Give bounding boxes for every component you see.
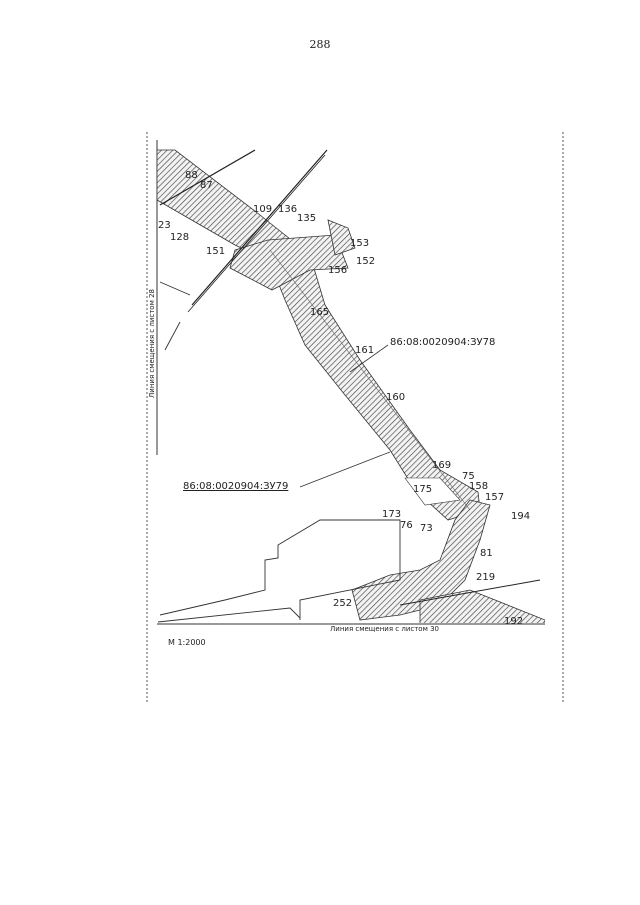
parcel-inner-area: [404, 477, 461, 506]
road-corridor-lower: [351, 499, 491, 621]
offset-line-bottom-label: Линия смещения с листом 30: [330, 625, 439, 633]
point-label: 173: [382, 509, 401, 520]
point-label: 128: [170, 232, 189, 243]
point-label: 73: [420, 523, 433, 534]
point-label: 158: [469, 481, 488, 492]
road-corridor-junction: [229, 234, 349, 291]
point-label: 151: [206, 246, 225, 257]
leader-line-lower: [299, 451, 391, 488]
point-label: 88: [185, 170, 198, 181]
point-label: 109: [253, 204, 272, 215]
point-label: 194: [511, 511, 530, 522]
point-label: 160: [386, 392, 405, 403]
point-label: 153: [350, 238, 369, 249]
point-label: 219: [476, 572, 495, 583]
point-label: 161: [355, 345, 374, 356]
road-corridor-arm: [327, 219, 356, 256]
point-label: 76: [400, 520, 413, 531]
point-label: 87: [200, 180, 213, 191]
building-outline: [159, 519, 401, 620]
parcel-label-lower: 86:08:0020904:ЗУ79: [183, 481, 288, 492]
road-centerline: [269, 249, 471, 511]
point-label: 136: [278, 204, 297, 215]
offset-line-left-label: Линия смещения с листом 28: [148, 289, 156, 398]
road-corridor-bottom: [419, 589, 545, 623]
point-label: 252: [333, 598, 352, 609]
road-line-2: [191, 149, 328, 306]
point-label: 23: [158, 220, 171, 231]
point-label: 81: [480, 548, 493, 559]
short-line-left-1: [159, 281, 191, 296]
point-label: 156: [328, 265, 347, 276]
road-line-bottom: [399, 579, 541, 606]
point-label: 175: [413, 484, 432, 495]
point-label: 135: [297, 213, 316, 224]
point-label: 75: [462, 471, 475, 482]
short-line-left-2: [164, 321, 181, 351]
point-label: 169: [432, 460, 451, 471]
point-label: 192: [504, 616, 523, 627]
point-label: 152: [356, 256, 375, 267]
parcel-label-upper: 86:08:0020904:ЗУ78: [390, 337, 495, 348]
road-line-1: [159, 149, 256, 206]
point-label: 157: [485, 492, 504, 503]
page-number: 288: [309, 38, 331, 51]
leader-line-upper: [349, 344, 389, 373]
road-edge-lower-left: [157, 607, 301, 623]
point-label: 165: [310, 307, 329, 318]
scale-label: М 1:2000: [168, 638, 206, 647]
road-line-3: [187, 154, 326, 313]
